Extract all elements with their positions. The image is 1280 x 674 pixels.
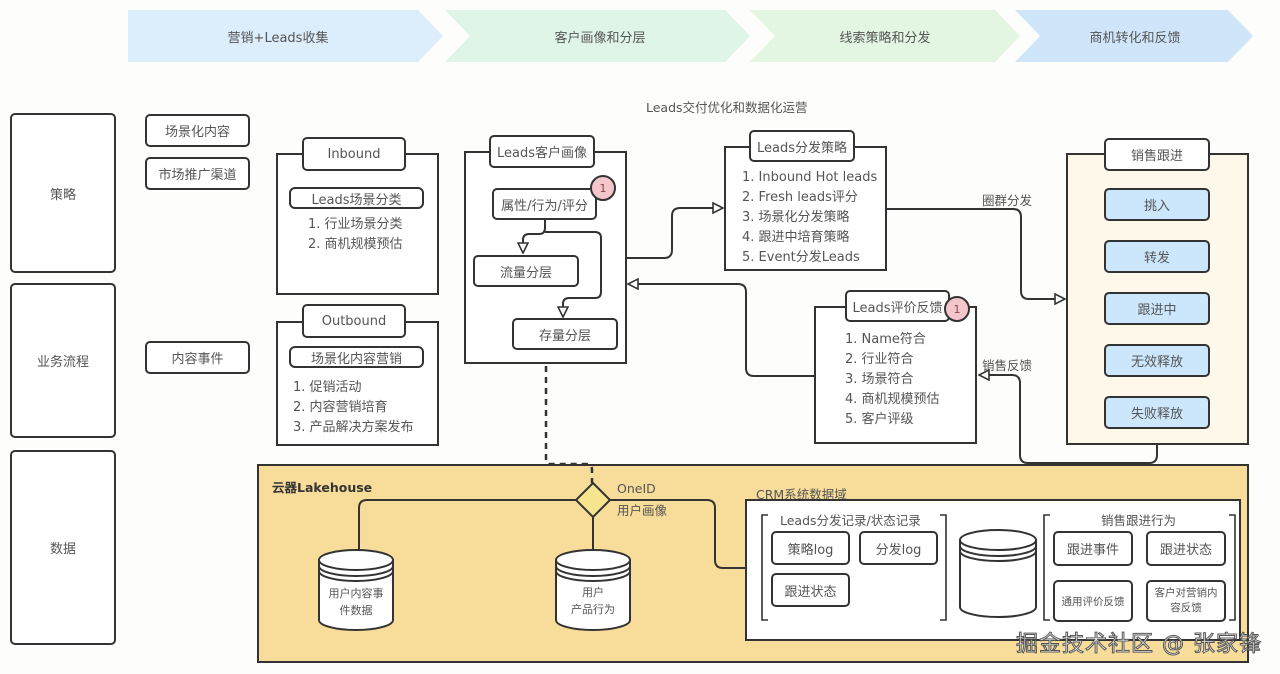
phase-label-4: 商机转化和反馈 [1089, 30, 1181, 46]
oneid-label: OneID [617, 481, 656, 496]
sales-state-following: 跟进中 [1104, 292, 1210, 325]
crm-sales-event: 跟进事件 [1053, 531, 1133, 566]
db-user-content-label: 用户内容事件数据 [328, 587, 384, 617]
diagram-title: Leads交付优化和数据化运营 [646, 100, 808, 115]
inbound-subtitle: Leads场景分类 [289, 187, 424, 209]
outbound-item: 2. 内容营销培育 [293, 400, 388, 415]
feedback-item: 3. 场景符合 [845, 372, 914, 387]
edge-profile-to-dispatch [627, 208, 722, 259]
inbound-list: 1. 行业场景分类 2. 商机规模预估 [308, 215, 403, 255]
sales-state-failed: 失败释放 [1104, 396, 1210, 429]
source-channels: 市场推广渠道 [145, 157, 250, 190]
row-strategy: 策略 [10, 113, 116, 273]
feedback-list: 1. Name符合 2. 行业符合 3. 场景符合 4. 商机规模预估 5. 客… [845, 330, 940, 430]
outbound-subtitle: 场景化内容营销 [289, 346, 424, 368]
profile-title: Leads客户画像 [489, 135, 595, 168]
dispatch-item: 3. 场景化分发策略 [742, 210, 850, 225]
crm-db-label: CRM 数据 [972, 576, 1023, 589]
dispatch-item: 4. 跟进中培育策略 [742, 230, 850, 245]
lakehouse-title: 云器Lakehouse [272, 480, 373, 495]
db-user-product-label-1: 用户 [582, 586, 604, 599]
source-scene-content: 场景化内容 [145, 114, 250, 147]
outbound-item: 3. 产品解决方案发布 [293, 420, 414, 435]
crm-sales-status: 跟进状态 [1146, 531, 1226, 566]
edge-label-group-dispatch: 圈群分发 [982, 193, 1033, 208]
crm-records-title: Leads分发记录/状态记录 [780, 513, 921, 528]
sales-state-invalid: 无效释放 [1104, 344, 1210, 377]
profile-attr: 属性/行为/评分 [492, 188, 597, 220]
crm-sales-title: 销售跟进行为 [1101, 513, 1177, 528]
db-user-product-label-2: 产品行为 [571, 603, 615, 616]
watermark: 掘金技术社区 @ 张家锋 [1016, 632, 1262, 658]
sales-title: 销售跟进 [1104, 138, 1210, 171]
crm-title: CRM系统数据域 [756, 487, 847, 502]
dispatch-item: 1. Inbound Hot leads [742, 170, 878, 185]
outbound-frame [276, 321, 439, 446]
outbound-list: 1. 促销活动 2. 内容营销培育 3. 产品解决方案发布 [293, 378, 414, 438]
sales-state-pick: 挑入 [1104, 188, 1210, 221]
crm-sales-content-feedback: 客户对营销内容反馈 [1146, 580, 1226, 622]
profile-stock: 存量分层 [512, 318, 618, 350]
row-process: 业务流程 [10, 283, 116, 438]
inbound-item: 2. 商机规模预估 [308, 237, 403, 252]
inbound-item: 1. 行业场景分类 [308, 217, 403, 232]
feedback-item: 1. Name符合 [845, 332, 926, 347]
outbound-item: 1. 促销活动 [293, 380, 362, 395]
inbound-frame [276, 153, 439, 295]
crm-record-strategy-log: 策略log [771, 531, 850, 565]
row-data: 数据 [10, 450, 116, 645]
dispatch-item: 2. Fresh leads评分 [742, 190, 858, 205]
outbound-title: Outbound [302, 304, 406, 338]
source-content-events: 内容事件 [145, 341, 250, 374]
profile-badge: 1 [590, 175, 616, 201]
feedback-badge: 1 [944, 296, 970, 322]
edge-label-sales-feedback: 销售反馈 [982, 358, 1033, 373]
dispatch-item: 5. Event分发Leads [742, 250, 860, 265]
sales-state-forward: 转发 [1104, 240, 1210, 273]
phase-label-1: 营销+Leads收集 [227, 30, 329, 46]
dispatch-title: Leads分发策略 [749, 130, 855, 162]
feedback-frame [814, 306, 977, 444]
edge-dispatch-to-sales [887, 208, 1064, 299]
phase-label-2: 客户画像和分层 [554, 30, 646, 46]
oneid-sub-label: 用户画像 [617, 503, 668, 518]
feedback-item: 2. 行业符合 [845, 352, 914, 367]
feedback-item: 4. 商机规模预估 [845, 392, 940, 407]
dispatch-list: 1. Inbound Hot leads 2. Fresh leads评分 3.… [742, 168, 877, 268]
phase-label-3: 线索策略和分发 [839, 30, 931, 46]
edge-feedback-to-profile [629, 284, 814, 377]
inbound-title: Inbound [302, 137, 406, 171]
profile-traffic: 流量分层 [473, 255, 579, 287]
feedback-title: Leads评价反馈 [845, 290, 950, 322]
crm-record-dispatch-log: 分发log [859, 531, 938, 565]
crm-sales-general-feedback: 通用评价反馈 [1053, 580, 1133, 622]
feedback-item: 5. 客户评级 [845, 412, 914, 427]
crm-record-follow-status: 跟进状态 [771, 573, 850, 607]
